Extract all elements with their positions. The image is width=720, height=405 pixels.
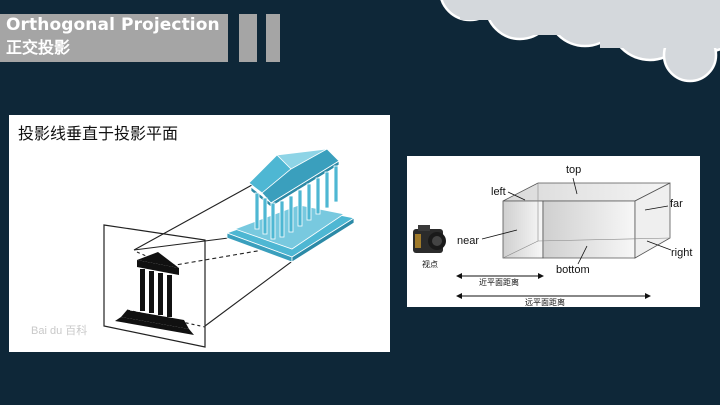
label-top: top [566, 164, 581, 176]
label-near: near [457, 235, 479, 247]
label-near-distance: 近平面距离 [479, 278, 519, 287]
projection-illustration [9, 115, 390, 352]
orthographic-volume-figure: top left far near right bottom 视点 近平面距离 … [407, 156, 700, 307]
label-left: left [491, 186, 506, 198]
decor-bar-1 [239, 14, 257, 62]
figure-caption: 投影线垂直于投影平面 [18, 120, 178, 144]
label-bottom: bottom [556, 264, 590, 276]
temple-3d [227, 149, 354, 262]
view-volume-diagram [407, 156, 700, 307]
projection-figure: 投影线垂直于投影平面 Bai du 百科 [9, 115, 390, 352]
camera-icon [413, 225, 446, 253]
watermark: Bai du 百科 [31, 322, 87, 338]
label-right: right [671, 247, 692, 259]
label-far-distance: 远平面距离 [525, 298, 565, 307]
label-far: far [670, 198, 683, 210]
page-title: Orthogonal Projection [6, 15, 220, 35]
page-subtitle: 正交投影 [6, 38, 70, 58]
decor-bar-2 [266, 14, 280, 62]
label-viewpoint: 视点 [422, 260, 438, 269]
